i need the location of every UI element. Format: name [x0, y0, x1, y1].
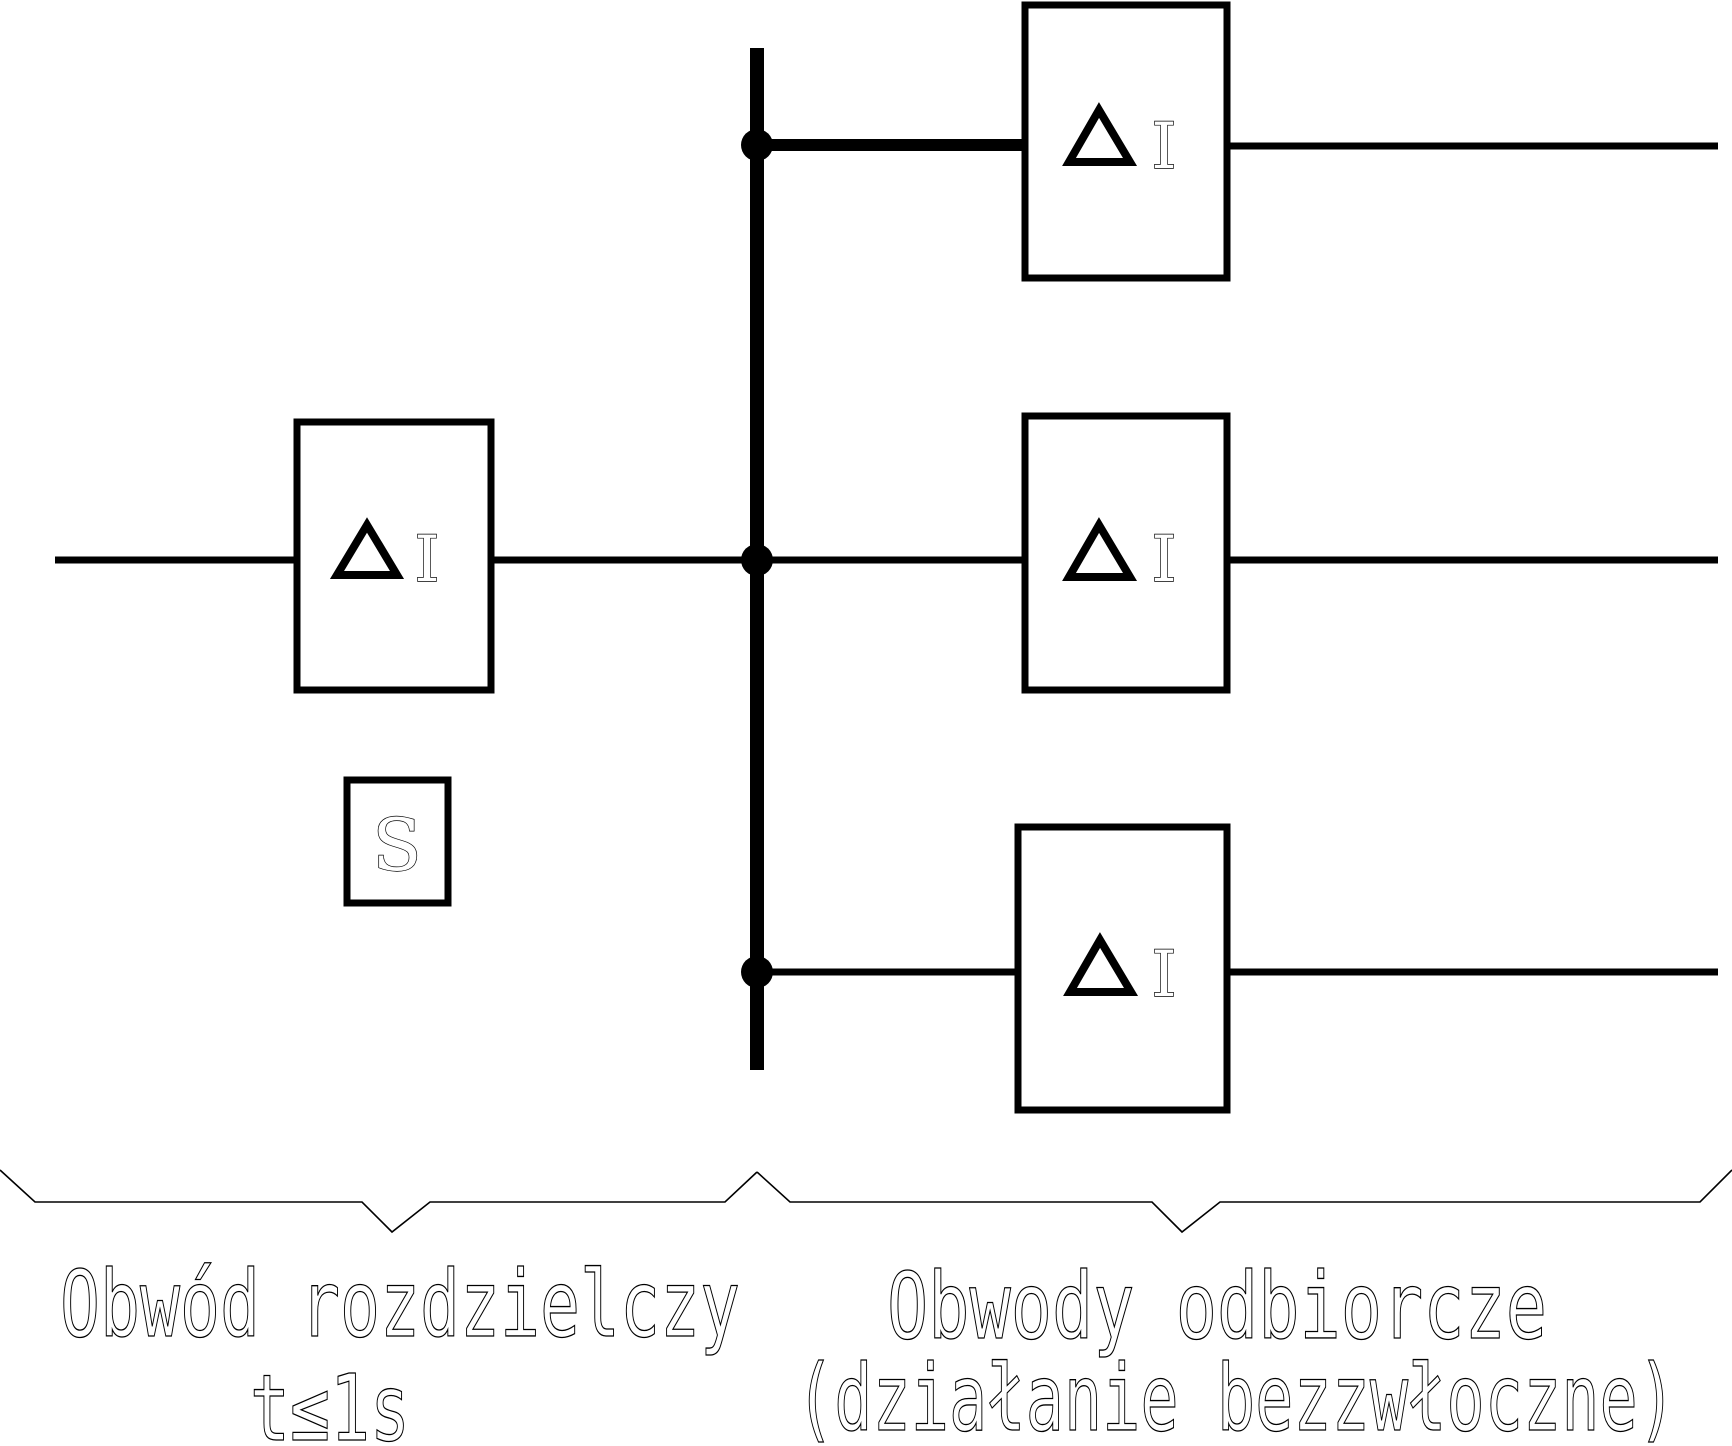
branch-1-rcd-current-label: I	[1151, 110, 1176, 184]
branch-3-rcd-current-label: I	[1151, 938, 1176, 1012]
left-brace	[0, 1169, 758, 1234]
branch-2-rcd-delta-icon	[1062, 517, 1138, 581]
right-brace	[756, 1169, 1732, 1234]
selective-mark-box	[343, 776, 452, 907]
receiver-circuits-title: Obwody odbiorcze	[887, 1253, 1547, 1360]
selective-mark: S	[343, 776, 452, 907]
branch-1-rcd-delta-icon	[1062, 102, 1138, 166]
branch-1-rcd: I	[1021, 1, 1231, 282]
branch-2-rcd-current-label: I	[1151, 523, 1176, 597]
branch-3-rcd-box	[1014, 823, 1231, 1114]
branch-2-rcd: I	[1021, 412, 1231, 694]
main-rcd: I	[293, 418, 495, 694]
main-rcd-box	[293, 418, 495, 694]
branch-3-rcd: I	[1014, 823, 1231, 1114]
branch-2-rcd-box	[1021, 412, 1231, 694]
selective-mark-letter: S	[372, 803, 421, 887]
distribution-circuit-title: Obwód rozdzielczy	[60, 1251, 740, 1358]
main-rcd-delta-icon	[329, 517, 405, 579]
branch-3-rcd-delta-icon	[1063, 932, 1139, 996]
branch-1-rcd-box	[1021, 1, 1231, 282]
distribution-circuit-time: t≤1s	[250, 1355, 410, 1446]
main-rcd-current-label: I	[414, 523, 439, 597]
receiver-circuits-note: (działanie bezzwłoczne)	[796, 1345, 1676, 1446]
